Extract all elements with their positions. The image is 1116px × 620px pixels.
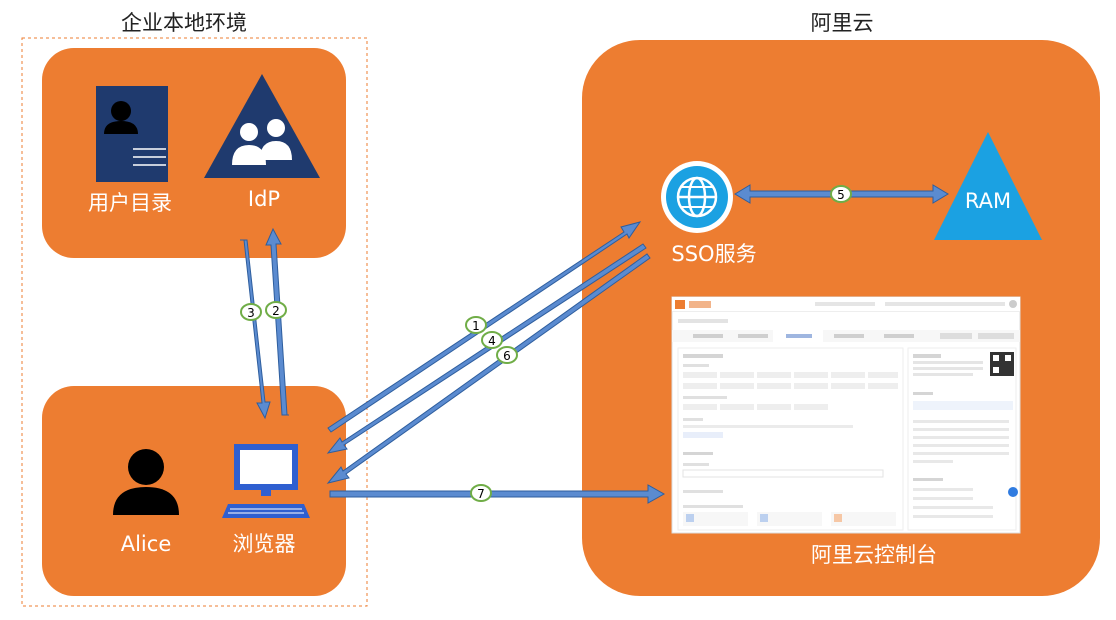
enterprise-client-box (42, 386, 346, 596)
alice-person-icon (113, 449, 179, 515)
arrow-step-4 (326, 243, 647, 454)
step-badge-6 (496, 346, 518, 364)
step-badge-1 (465, 316, 487, 334)
arrow-step-7 (329, 484, 666, 504)
step-badge-7 (470, 484, 492, 502)
step-badges: 1 4 6 3 2 5 7 (240, 185, 852, 502)
step-badge-3-text: 3 (247, 306, 255, 320)
ram-label: RAM (965, 189, 1011, 213)
console-label: 阿里云控制台 (811, 543, 937, 567)
sso-globe-icon (661, 161, 733, 233)
step-badge-7-text: 7 (477, 487, 485, 501)
user-directory-icon (96, 86, 168, 182)
step-badge-1-text: 1 (472, 319, 480, 333)
idp-icon (204, 74, 320, 178)
aliyun-region-label: 阿里云 (811, 11, 874, 35)
arrow-step-3 (240, 239, 271, 420)
sso-service-label: SSO服务 (671, 242, 756, 266)
ram-triangle-icon (934, 132, 1042, 240)
alice-label: Alice (121, 532, 172, 556)
enterprise-boundary (21, 37, 368, 607)
console-screenshot-thumbnail (671, 296, 1021, 534)
step-badge-5 (830, 185, 852, 203)
step-badge-4 (481, 331, 503, 349)
idp-label: IdP (248, 187, 280, 211)
arrow-step-6 (326, 253, 651, 484)
arrow-step-2 (265, 227, 289, 416)
step-badge-5-text: 5 (837, 188, 845, 202)
browser-label: 浏览器 (233, 532, 296, 556)
browser-monitor-icon (222, 444, 310, 518)
enterprise-region-label: 企业本地环境 (121, 11, 247, 35)
step-badge-6-text: 6 (503, 349, 511, 363)
step-badge-4-text: 4 (488, 334, 496, 348)
step-badge-2-text: 2 (272, 304, 280, 318)
step-badge-3 (240, 303, 262, 321)
step-badge-2 (265, 301, 287, 319)
user-directory-label: 用户目录 (88, 191, 172, 215)
